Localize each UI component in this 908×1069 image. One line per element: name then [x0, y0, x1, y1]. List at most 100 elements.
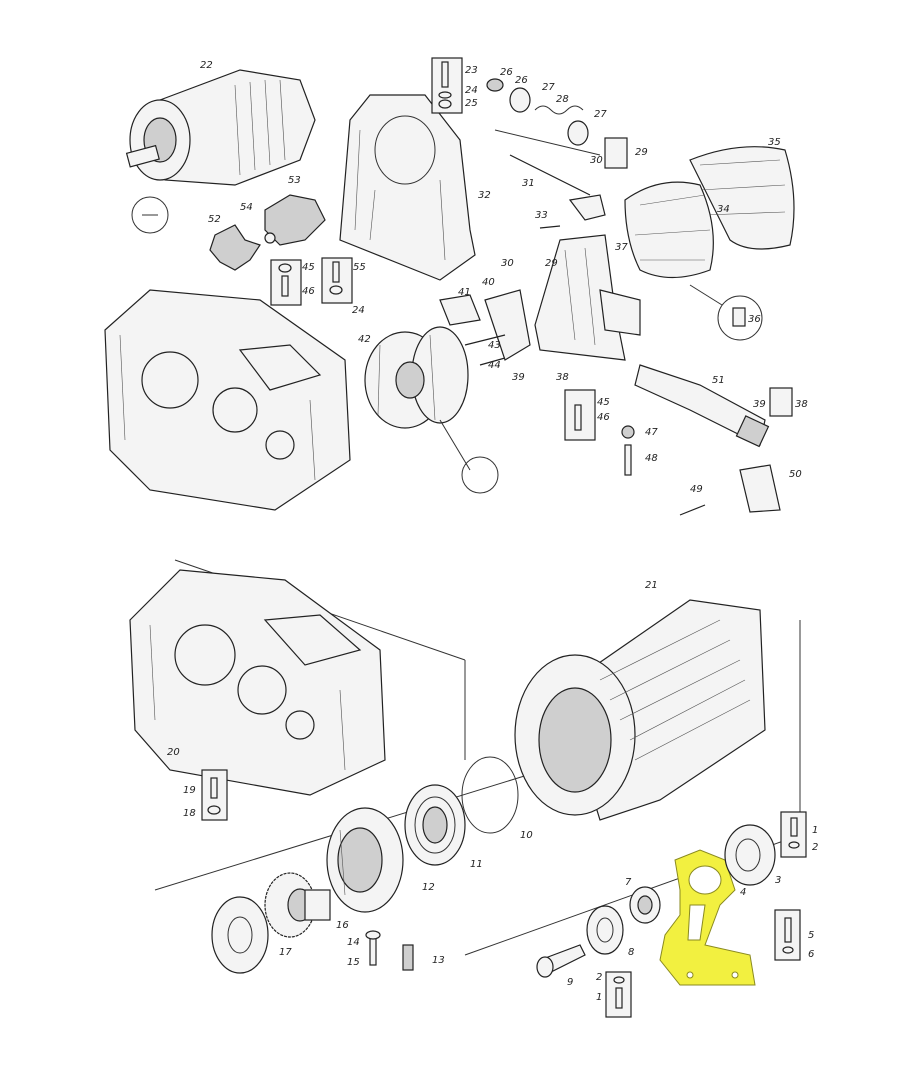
shaft-part-9 [536, 944, 586, 978]
retaining-ring-part-10 [461, 756, 519, 834]
ring-gear-part-12 [326, 807, 404, 913]
pinion-gear-part-16 [264, 872, 331, 938]
coupling-parts-52-54 [209, 194, 326, 271]
rod-part-31 [494, 129, 628, 229]
label-23: 23 [465, 65, 478, 76]
hydraulic-motor-part-22 [125, 69, 316, 234]
bolts-45-46-55 [270, 257, 353, 306]
label-35: 35 [768, 137, 781, 148]
label-45: 45 [597, 397, 610, 408]
label-9: 9 [567, 977, 573, 988]
label-6: 6 [808, 949, 814, 960]
label-30: 30 [590, 155, 603, 166]
support-bracket-part-4-highlighted [659, 849, 756, 986]
label-14: 14 [347, 937, 360, 948]
label-15: 15 [347, 957, 360, 968]
label-55: 55 [353, 262, 366, 273]
label-28: 28 [556, 94, 569, 105]
brake-bands-34-35 [624, 146, 795, 341]
winch-drum-part-21 [514, 599, 766, 821]
label-8: 8 [628, 947, 634, 958]
label-26: 26 [500, 67, 513, 78]
label-43: 43 [488, 340, 501, 351]
label-46: 46 [302, 286, 315, 297]
levers-40-41 [439, 289, 531, 361]
label-21: 21 [645, 580, 658, 591]
label-4: 4 [740, 887, 746, 898]
label-53: 53 [288, 175, 301, 186]
label-22: 22 [200, 60, 213, 71]
label-1: 1 [812, 825, 818, 836]
label-7: 7 [625, 877, 632, 888]
label-36: 36 [748, 314, 761, 325]
label-19: 19 [183, 785, 196, 796]
label-1-bottom: 1 [596, 992, 602, 1003]
label-12: 12 [422, 882, 435, 893]
label-24: 24 [465, 85, 478, 96]
label-20: 20 [167, 747, 180, 758]
bracket-part-50 [739, 387, 793, 513]
disc-part-17 [211, 896, 269, 974]
label-29: 29 [635, 147, 648, 158]
label-45: 45 [302, 262, 315, 273]
label-2-bottom: 2 [596, 972, 602, 983]
valve-parts-26-28 [486, 78, 589, 146]
label-42: 42 [358, 334, 371, 345]
label-29: 29 [545, 258, 558, 269]
label-44: 44 [488, 360, 501, 371]
bolts-13-15 [365, 930, 414, 971]
label-52: 52 [208, 214, 221, 225]
label-31: 31 [522, 178, 535, 189]
label-11: 11 [470, 859, 483, 870]
label-39: 39 [753, 399, 766, 410]
label-17: 17 [279, 947, 292, 958]
bearing-part-11 [404, 784, 466, 866]
label-46: 46 [597, 412, 610, 423]
bearing-part-7 [629, 886, 661, 924]
label-40: 40 [482, 277, 495, 288]
label-27: 27 [542, 82, 555, 93]
label-26: 26 [515, 75, 528, 86]
label-24: 24 [352, 305, 365, 316]
bolts-47-49 [621, 425, 706, 516]
label-54: 54 [240, 202, 253, 213]
bolts-23-25 [431, 57, 463, 114]
flange-part-8 [586, 905, 624, 955]
label-39: 39 [512, 372, 525, 383]
label-25: 25 [465, 98, 478, 109]
label-10: 10 [520, 830, 533, 841]
flange-ring-part-3 [724, 824, 776, 886]
label-32: 32 [478, 190, 491, 201]
frame-part-37 [534, 234, 641, 361]
label-18: 18 [183, 808, 196, 819]
label-13: 13 [432, 955, 445, 966]
gearbox-part-20 [129, 569, 386, 796]
bracket-part-32 [339, 94, 476, 281]
bolts-43-44 [464, 334, 506, 366]
label-2: 2 [812, 842, 818, 853]
label-27: 27 [594, 109, 607, 120]
part-number-labels: 22 23 24 25 26 26 27 28 27 35 29 30 31 3… [167, 60, 818, 1003]
label-41: 41 [458, 287, 471, 298]
label-47: 47 [645, 427, 658, 438]
bolts-1-2-bottom [605, 971, 632, 1018]
bolts-45-46-center [564, 389, 596, 441]
bolts-1-2-top [780, 811, 807, 858]
label-50: 50 [789, 469, 802, 480]
label-16: 16 [336, 920, 349, 931]
label-51: 51 [712, 375, 725, 386]
bolts-18-19 [201, 769, 228, 821]
label-49: 49 [690, 484, 703, 495]
hydraulic-cylinder-part-51 [634, 364, 770, 448]
label-38: 38 [795, 399, 808, 410]
label-5: 5 [808, 930, 814, 941]
label-48: 48 [645, 453, 658, 464]
label-37: 37 [615, 242, 628, 253]
label-38: 38 [556, 372, 569, 383]
label-33: 33 [535, 210, 548, 221]
label-3: 3 [775, 875, 781, 886]
brake-drum-part-42 [364, 326, 499, 494]
label-34: 34 [717, 204, 730, 215]
gearbox-top-left [104, 289, 351, 511]
